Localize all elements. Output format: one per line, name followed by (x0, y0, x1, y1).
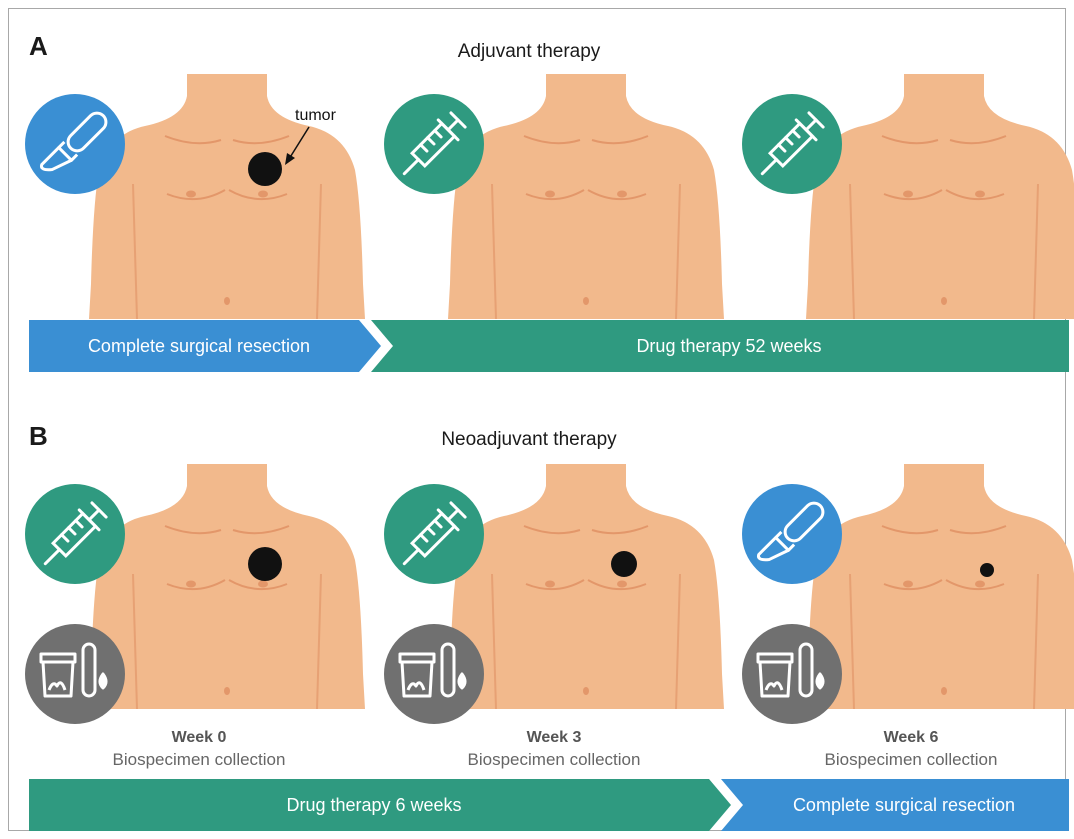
week-3-caption: Biospecimen collection (434, 749, 674, 771)
torso-body (448, 464, 724, 709)
week-6-caption: Biospecimen collection (791, 749, 1031, 771)
syringe-icon (742, 94, 842, 194)
torso-a-step-2 (434, 74, 734, 319)
syringe-icon (25, 484, 125, 584)
syringe-icon (384, 484, 484, 584)
week-6-label: Week 6 Biospecimen collection (791, 727, 1031, 771)
panel-b-letter: B (29, 421, 48, 452)
torso-b-step-2 (434, 464, 734, 709)
week-6-title: Week 6 (791, 727, 1031, 749)
banner-b-drug-label: Drug therapy 6 weeks (29, 780, 719, 830)
panel-a-title: Adjuvant therapy (349, 41, 709, 63)
banner-a-surgery-label: Complete surgical resection (29, 321, 369, 371)
torso-body (806, 74, 1074, 319)
specimen-icon (384, 624, 484, 724)
torso-b-step-3 (792, 464, 1074, 709)
scalpel-icon (742, 484, 842, 584)
banner-a-drug-label: Drug therapy 52 weeks (389, 321, 1069, 371)
week-0-title: Week 0 (79, 727, 319, 749)
week-0-caption: Biospecimen collection (79, 749, 319, 771)
tumor-mass (611, 551, 637, 577)
week-3-label: Week 3 Biospecimen collection (434, 727, 674, 771)
specimen-icon (742, 624, 842, 724)
week-3-title: Week 3 (434, 727, 674, 749)
banner-b-surgery-label: Complete surgical resection (739, 780, 1069, 830)
syringe-icon (384, 94, 484, 194)
torso-body (806, 464, 1074, 709)
scalpel-icon (25, 94, 125, 194)
panel-a-letter: A (29, 31, 48, 62)
week-0-label: Week 0 Biospecimen collection (79, 727, 319, 771)
torso-body (89, 464, 365, 709)
tumor-mass (980, 563, 994, 577)
tumor-mass (248, 547, 282, 581)
tumor-mass (248, 152, 282, 186)
torso-b-step-1 (75, 464, 375, 709)
torso-a-step-3 (792, 74, 1074, 319)
tumor-arrow (279, 119, 339, 179)
panel-b-title: Neoadjuvant therapy (349, 429, 709, 451)
torso-body (448, 74, 724, 319)
figure-frame: A Adjuvant therapy tumor (8, 8, 1066, 831)
specimen-icon (25, 624, 125, 724)
